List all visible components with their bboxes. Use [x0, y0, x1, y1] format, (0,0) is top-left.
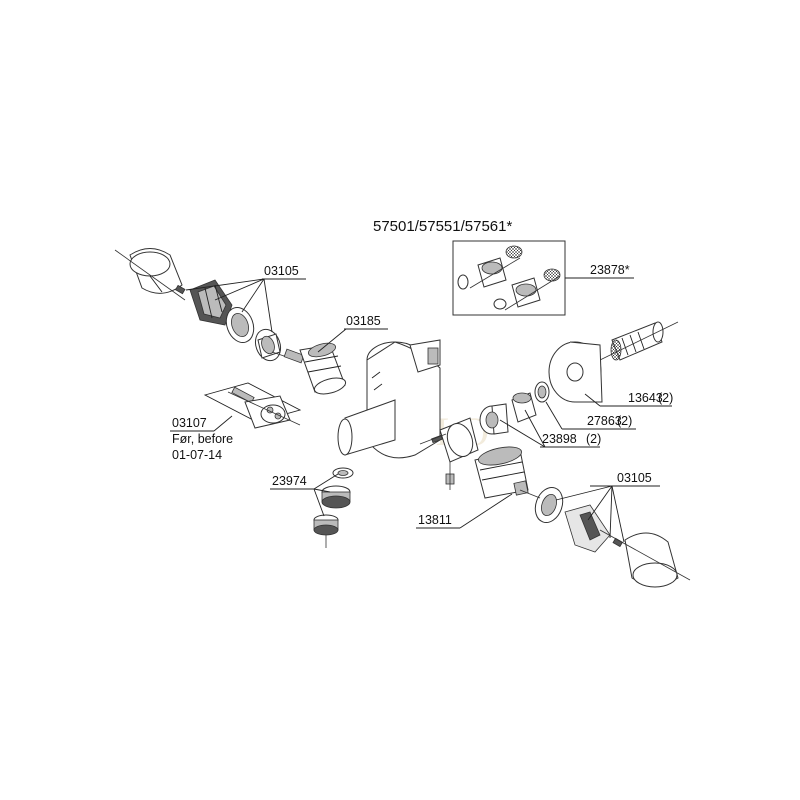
right-handle-cap: [599, 529, 691, 588]
outlet-aerator: [313, 514, 339, 548]
left-handle-cap: [114, 248, 186, 301]
outlet-nut: [321, 485, 351, 509]
label-note-before-1: Før, before: [172, 432, 233, 446]
callout-27863: 27863 (2): [545, 401, 636, 430]
model-title: 57501/57551/57561*: [373, 218, 512, 235]
callout-03185: 03185: [317, 314, 388, 353]
label-13811: 13811: [418, 513, 452, 527]
valve-body: [337, 339, 479, 463]
label-23878: 23878*: [590, 263, 630, 277]
label-03105-bottom: 03105: [617, 471, 652, 485]
retaining-ring-top: [225, 307, 255, 343]
body-bottom-plug: [445, 462, 455, 490]
right-retaining-ring: [519, 487, 564, 523]
callout-13643: 13643 (2): [584, 391, 673, 407]
label-03185: 03185: [346, 314, 381, 328]
label-27863-qty: (2): [617, 414, 632, 428]
right-handle-adapter: [564, 504, 611, 553]
label-23898-qty: (2): [586, 432, 601, 446]
callout-03105-top: 03105: [185, 264, 306, 333]
label-23974: 23974: [272, 474, 307, 488]
label-13643-qty: (2): [658, 391, 673, 405]
label-27863: 27863: [587, 414, 622, 428]
label-03105-top: 03105: [264, 264, 299, 278]
supply-washer: [534, 381, 550, 403]
outlet-washer: [332, 467, 354, 479]
supply-nipple: [599, 321, 679, 361]
callout-23898: 23898 (2): [499, 409, 601, 448]
callout-03107: 03107 Før, before 01-07-14: [170, 415, 233, 462]
handle-adapter: [189, 279, 233, 326]
handle-screw: [174, 284, 186, 295]
callout-03105-bottom: 03105: [555, 471, 660, 543]
wall-escutcheon: [548, 341, 603, 403]
label-13643: 13643: [628, 391, 663, 405]
thermostatic-cartridge: [271, 342, 347, 395]
label-03107: 03107: [172, 416, 207, 430]
label-note-before-2: 01-07-14: [172, 448, 222, 462]
callout-23974: 23974: [270, 473, 339, 517]
bushing-top: [254, 328, 282, 362]
body-small-screw: [419, 433, 447, 445]
callout-23878: 23878*: [565, 263, 634, 279]
old-cartridge-box: [203, 382, 302, 429]
union-fitting: [479, 392, 537, 435]
label-23898: 23898: [542, 432, 577, 446]
callout-13811: 13811: [416, 493, 513, 529]
check-valve-kit-box: [452, 240, 566, 316]
